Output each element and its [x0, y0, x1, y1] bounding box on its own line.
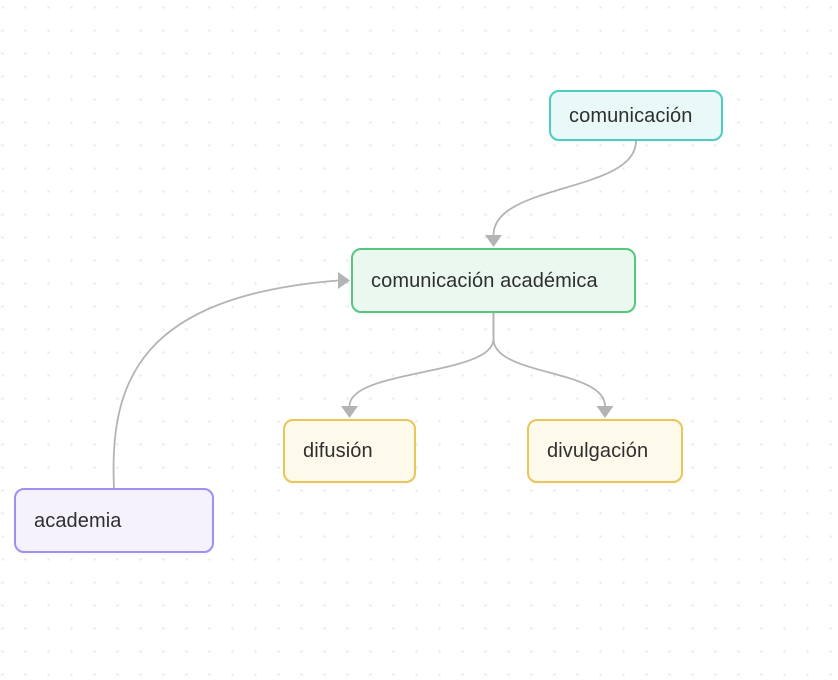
- edge-comunicacion-to-comunicacion-academica[interactable]: [492, 140, 637, 236]
- node-comunicacion-academica[interactable]: comunicación académica: [351, 248, 636, 313]
- node-difusion[interactable]: difusión: [283, 419, 416, 483]
- edge-comunicacion-academica-to-divulgacion[interactable]: [492, 312, 606, 407]
- node-comunicacion[interactable]: comunicación: [549, 90, 723, 141]
- arrowhead-comunicacion-to-comunicacion-academica-icon: [485, 235, 502, 247]
- node-label-divulgacion: divulgación: [547, 440, 649, 462]
- arrowhead-comunicacion-academica-to-divulgacion-icon: [596, 406, 614, 418]
- arrowhead-comunicacion-academica-to-difusion-icon: [341, 406, 358, 418]
- node-label-academia: academia: [34, 509, 122, 532]
- edge-comunicacion-academica-to-difusion[interactable]: [348, 312, 495, 407]
- node-label-comunicacion-academica: comunicación académica: [371, 269, 598, 292]
- arrowhead-academia-to-comunicacion-academica-icon: [338, 272, 350, 289]
- node-academia[interactable]: academia: [14, 488, 214, 553]
- node-label-comunicacion: comunicación: [569, 104, 693, 127]
- node-label-difusion: difusión: [303, 440, 373, 462]
- node-divulgacion[interactable]: divulgación: [527, 419, 683, 483]
